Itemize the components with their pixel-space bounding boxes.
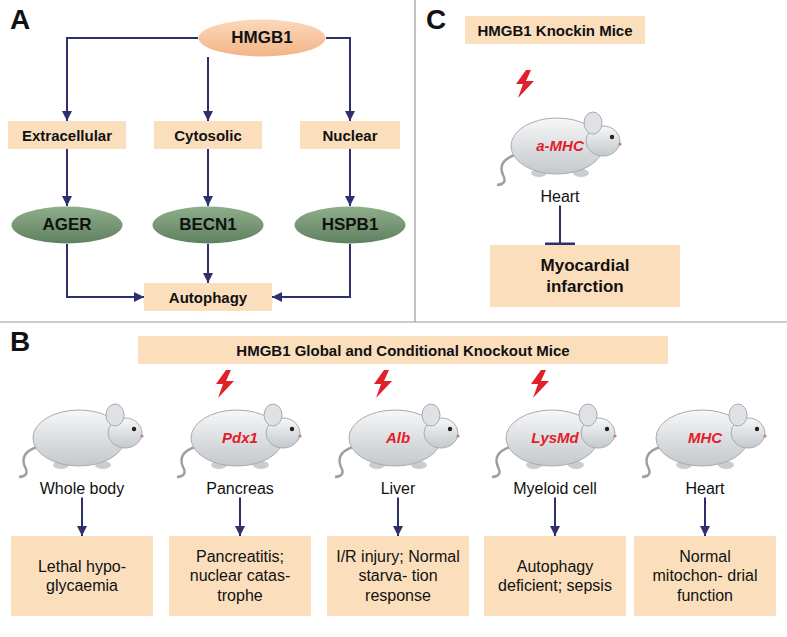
node-text: HMGB1 Knockin Mice	[477, 22, 632, 39]
node-text: Pancreatitis; nuclear catas- trophe	[177, 547, 303, 605]
panel-divider	[0, 321, 787, 322]
node-text: AGER	[42, 215, 91, 235]
node-text: Liver	[381, 480, 416, 498]
arrow-connector	[326, 38, 350, 121]
node-text: HMGB1 Global and Conditional Knockout Mi…	[236, 342, 569, 359]
mouse-figure: LysMdMyeloid cell	[490, 383, 620, 498]
mouse-drawing	[17, 383, 147, 478]
mouse-figure: Whole body	[17, 383, 147, 498]
location-box: Extracellular	[8, 121, 126, 149]
arrow-connector	[67, 38, 198, 121]
arrow-connector	[207, 57, 209, 121]
node-text: Heart	[540, 188, 579, 206]
arrow-connector	[207, 149, 209, 206]
gene-label: Alb	[386, 429, 410, 446]
node-text: Myeloid cell	[513, 480, 597, 498]
node-text: Pancreas	[206, 480, 274, 498]
node-text: Cytosolic	[174, 127, 242, 144]
lightning-bolt	[516, 70, 534, 98]
lightning-bolt	[531, 370, 549, 398]
node-text: Heart	[685, 480, 724, 498]
arrow-connector	[554, 498, 556, 537]
gene-label: a-MHC	[536, 137, 584, 154]
node-text: Extracellular	[22, 127, 112, 144]
mouse-figure: a-MHC Heart	[495, 91, 625, 206]
panel-letter: C	[426, 4, 446, 36]
process-box: Autophagy	[144, 283, 272, 311]
outcome-box: I/R injury; Normal starva- tion response	[327, 536, 469, 616]
arrow-connector	[67, 244, 144, 297]
arrow-connector	[207, 244, 209, 283]
protein-ellipse: HMGB1	[198, 19, 326, 57]
outcome-box: Pancreatitis; nuclear catas- trophe	[169, 536, 311, 616]
arrow-connector	[81, 498, 83, 537]
panel-divider	[414, 0, 415, 322]
gene-label: MHC	[688, 429, 722, 446]
mouse-figure: MHC Heart	[640, 383, 770, 498]
node-text: Myocardial infarction	[526, 255, 644, 298]
lightning-bolt	[216, 370, 234, 398]
node-text: Nuclear	[322, 127, 377, 144]
inhibition-line	[559, 206, 561, 246]
arrow-connector	[397, 498, 399, 537]
outcome-box: Myocardial infarction	[490, 245, 680, 307]
gene-label: LysMd	[531, 429, 579, 446]
mouse-figure: Pdx1Pancreas	[175, 383, 305, 498]
panel-letter: B	[10, 326, 30, 358]
gene-label: Pdx1	[222, 429, 258, 446]
arrow-connector	[239, 498, 241, 537]
node-text: BECN1	[179, 215, 237, 235]
node-text: HSPB1	[322, 215, 379, 235]
panel-letter: A	[10, 4, 30, 36]
receptor-ellipse: BECN1	[152, 206, 264, 244]
title-box: HMGB1 Knockin Mice	[465, 16, 644, 44]
node-text: Lethal hypo- glycaemia	[19, 557, 145, 595]
node-text: HMGB1	[231, 28, 292, 48]
location-box: Nuclear	[300, 121, 400, 149]
receptor-ellipse: AGER	[11, 206, 123, 244]
outcome-box: Normal mitochon- drial function	[634, 536, 776, 616]
arrow-connector	[66, 149, 68, 206]
node-text: Autophagy deficient; sepsis	[492, 557, 618, 595]
node-text: Whole body	[40, 480, 125, 498]
node-text: I/R injury; Normal starva- tion response	[335, 547, 461, 605]
receptor-ellipse: HSPB1	[294, 206, 406, 244]
arrow-connector	[704, 498, 706, 537]
mouse-figure: AlbLiver	[333, 383, 463, 498]
arrow-connector	[349, 149, 351, 206]
node-text: Normal mitochon- drial function	[642, 547, 768, 605]
outcome-box: Lethal hypo- glycaemia	[11, 536, 153, 616]
lightning-bolt	[374, 370, 392, 398]
arrow-connector	[272, 244, 350, 297]
location-box: Cytosolic	[154, 121, 262, 149]
node-text: Autophagy	[169, 289, 247, 306]
title-banner: HMGB1 Global and Conditional Knockout Mi…	[138, 336, 668, 364]
outcome-box: Autophagy deficient; sepsis	[484, 536, 626, 616]
